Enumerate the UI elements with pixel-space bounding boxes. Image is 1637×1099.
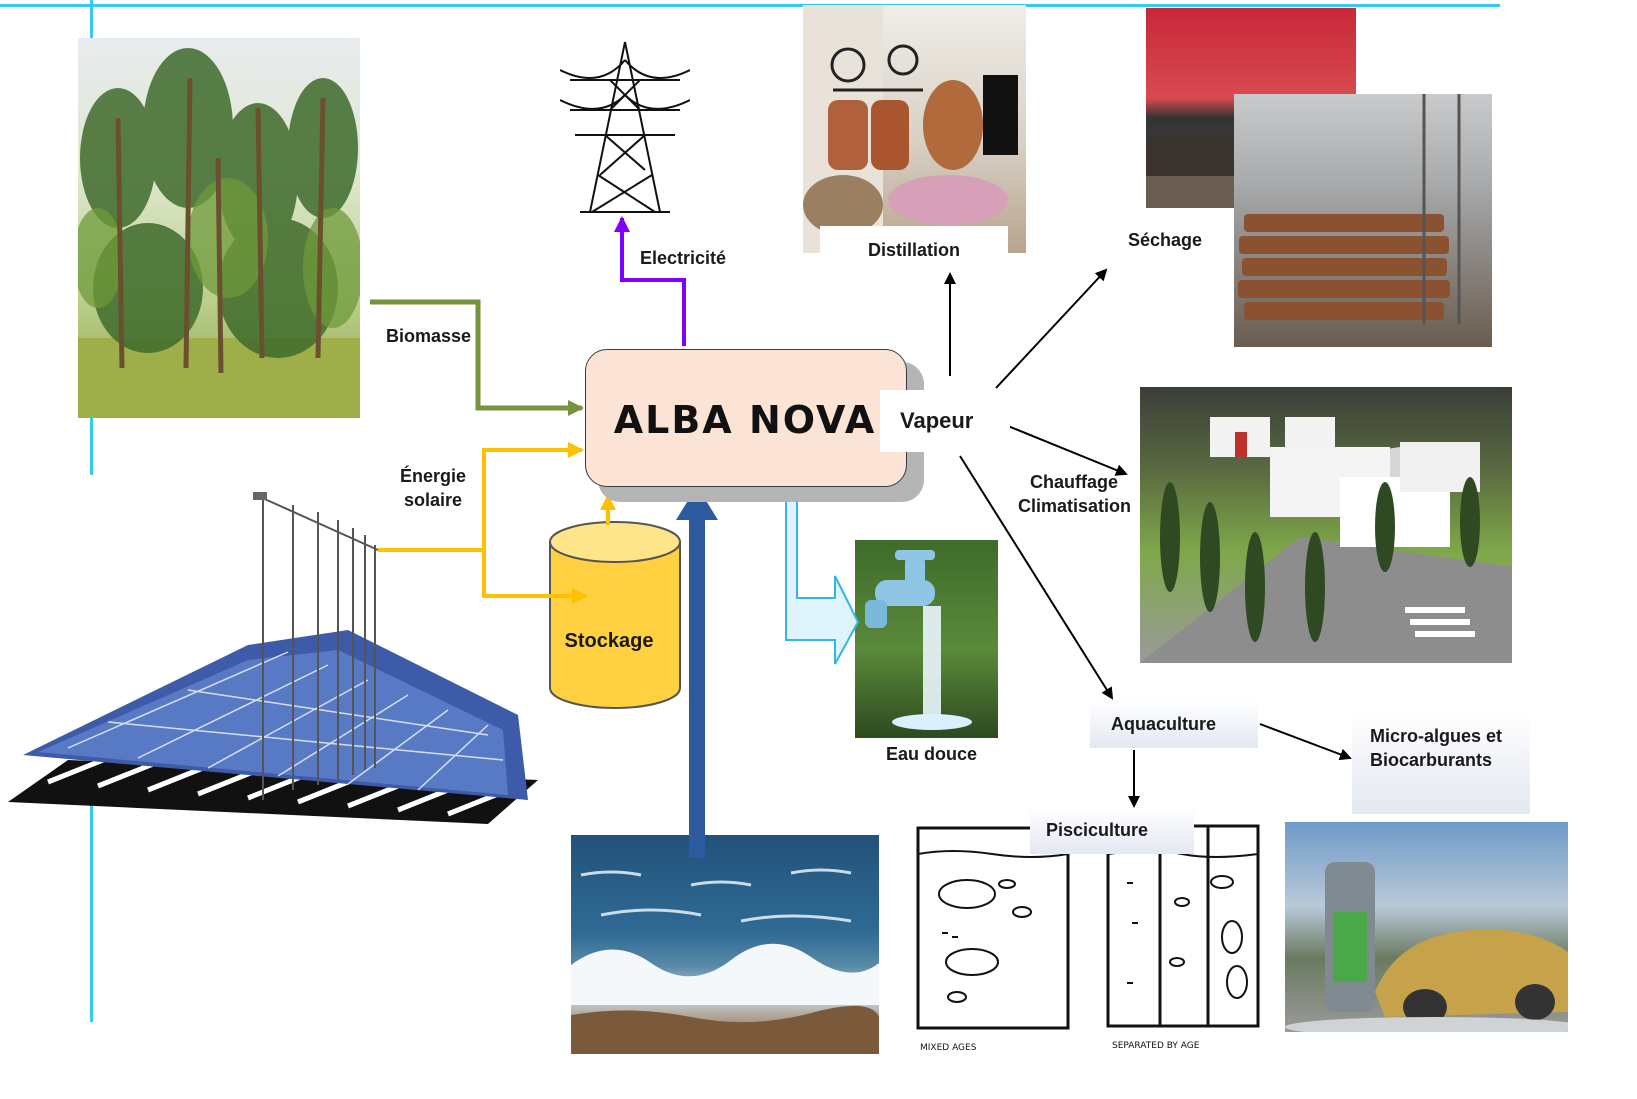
heating-label: Chauffage Climatisation bbox=[1018, 470, 1132, 518]
center-title: ALBA NOVA bbox=[613, 398, 877, 442]
houses-render bbox=[1140, 387, 1512, 663]
distillery-photo bbox=[803, 5, 1026, 253]
microalgae-label-line2: Biocarburants bbox=[1370, 750, 1493, 770]
heating-label-line2: Climatisation bbox=[1018, 496, 1132, 516]
steam-to-heating-arrow bbox=[1007, 425, 1128, 476]
aquaculture-box bbox=[1090, 700, 1258, 748]
heating-label-line1: Chauffage bbox=[1029, 472, 1118, 492]
drying-label: Séchage bbox=[1128, 230, 1203, 250]
steam-label: Vapeur bbox=[900, 408, 974, 433]
biomass-arrow bbox=[370, 299, 584, 416]
biomass-label: Biomasse bbox=[386, 326, 472, 346]
frame-left-line-low bbox=[90, 800, 93, 1022]
distillation-label: Distillation bbox=[867, 240, 960, 260]
steam-to-aquaculture-arrow bbox=[959, 455, 1114, 700]
microalgae-label: Micro-algues et Biocarburants bbox=[1370, 724, 1502, 772]
fish-farming-label: Pisciculture bbox=[1046, 820, 1149, 840]
solar-arrow-main bbox=[378, 442, 584, 552]
electricity-label: Electricité bbox=[640, 248, 727, 268]
storage-label: Stockage bbox=[564, 630, 654, 652]
steam-to-drying-arrow bbox=[995, 268, 1108, 389]
freshwater-arrow bbox=[785, 489, 860, 665]
fish-farming-box bbox=[1030, 808, 1194, 854]
fish-sketch: MIXED AGES SEPARATED BY AGE bbox=[912, 822, 1262, 1054]
seawater-arrow-shaft bbox=[689, 518, 705, 858]
solar-collector-illustration bbox=[8, 490, 538, 825]
steam-label-box bbox=[880, 390, 1010, 452]
electricity-arrow bbox=[614, 216, 686, 346]
fish-left-caption: MIXED AGES bbox=[920, 1043, 977, 1053]
storage-tank bbox=[548, 520, 682, 712]
biofuel-car-photo bbox=[1285, 822, 1568, 1032]
distillation-label-box bbox=[820, 226, 1008, 266]
tap-photo bbox=[855, 540, 998, 738]
solar-label-line2: solaire bbox=[403, 490, 463, 510]
seawater-arrow-head bbox=[676, 486, 718, 520]
sea-waves-photo bbox=[571, 835, 879, 1054]
pylon-icon bbox=[560, 40, 690, 215]
frame-top-line bbox=[0, 4, 1500, 7]
solar-label-line1: Énergie bbox=[399, 466, 467, 486]
microalgae-label-line1: Micro-algues et bbox=[1370, 726, 1503, 746]
solar-arrow-storage bbox=[482, 550, 588, 604]
microalgae-box bbox=[1352, 712, 1530, 814]
fresh-water-label: Eau douce bbox=[885, 744, 978, 764]
drying-photo-bottom bbox=[1234, 94, 1492, 347]
frame-left-line bbox=[90, 0, 93, 40]
solar-label: Énergie solaire bbox=[390, 464, 476, 512]
aquaculture-to-microalgae-arrow bbox=[1259, 723, 1352, 761]
fish-right-caption: SEPARATED BY AGE bbox=[1112, 1041, 1200, 1051]
frame-left-line-mid bbox=[90, 415, 93, 475]
forest-illustration bbox=[78, 38, 360, 418]
aquaculture-label: Aquaculture bbox=[1111, 714, 1217, 734]
center-box bbox=[585, 349, 907, 487]
